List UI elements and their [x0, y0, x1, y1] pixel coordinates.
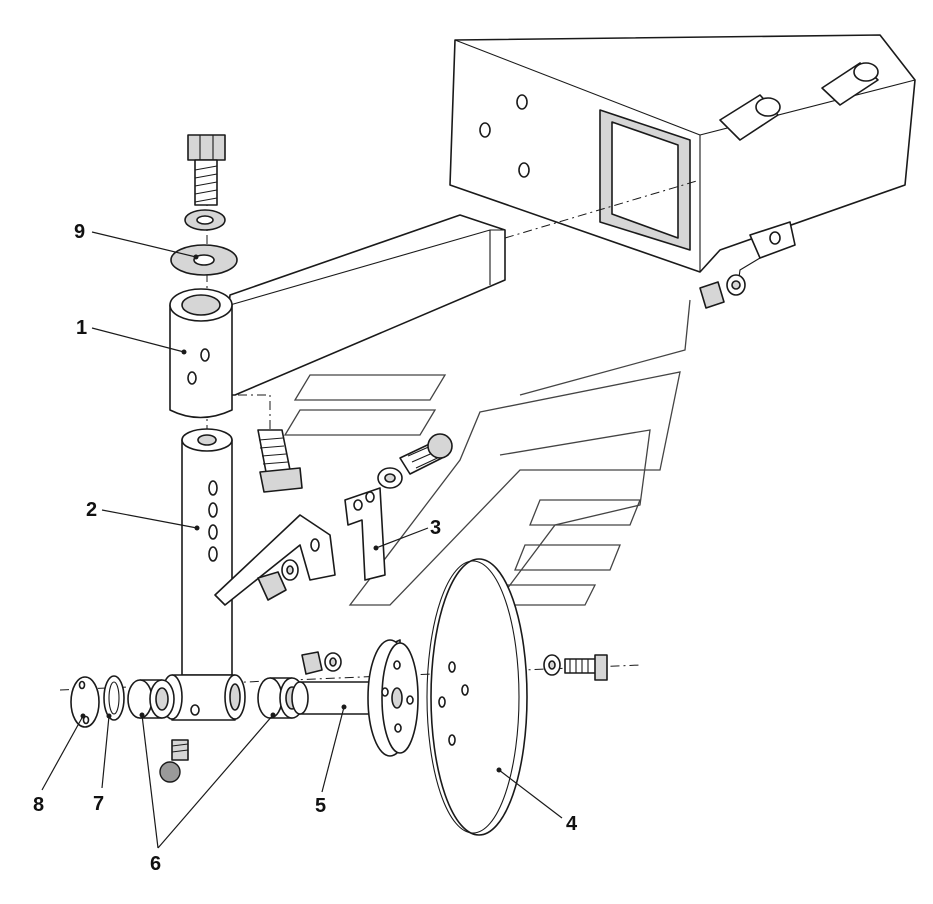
callout-6: 6 — [150, 853, 161, 875]
callout-9: 9 — [74, 221, 85, 243]
clamp-bracket — [214, 429, 453, 606]
callout-4: 4 — [566, 813, 578, 835]
callout-2: 2 — [86, 499, 97, 521]
top-bolt — [170, 134, 238, 276]
callout-labels: 9 1 2 3 4 5 6 7 8 — [33, 221, 578, 875]
snap-ring — [103, 675, 125, 721]
wheel-disc — [426, 558, 528, 836]
frame-beam — [449, 34, 916, 286]
callout-5: 5 — [315, 795, 326, 817]
callout-3: 3 — [430, 517, 441, 539]
end-cover — [70, 676, 100, 728]
leader-lines — [41, 231, 563, 849]
axle-hub — [291, 639, 419, 757]
arm-bracket — [169, 214, 506, 419]
callout-1: 1 — [76, 317, 87, 339]
frame-nut — [699, 274, 746, 309]
callout-8: 8 — [33, 794, 44, 816]
callout-7: 7 — [93, 793, 104, 815]
plate-outline — [283, 299, 691, 606]
grease-fitting — [159, 739, 189, 783]
vertical-post — [161, 428, 246, 721]
wheel-bolt — [543, 654, 608, 681]
